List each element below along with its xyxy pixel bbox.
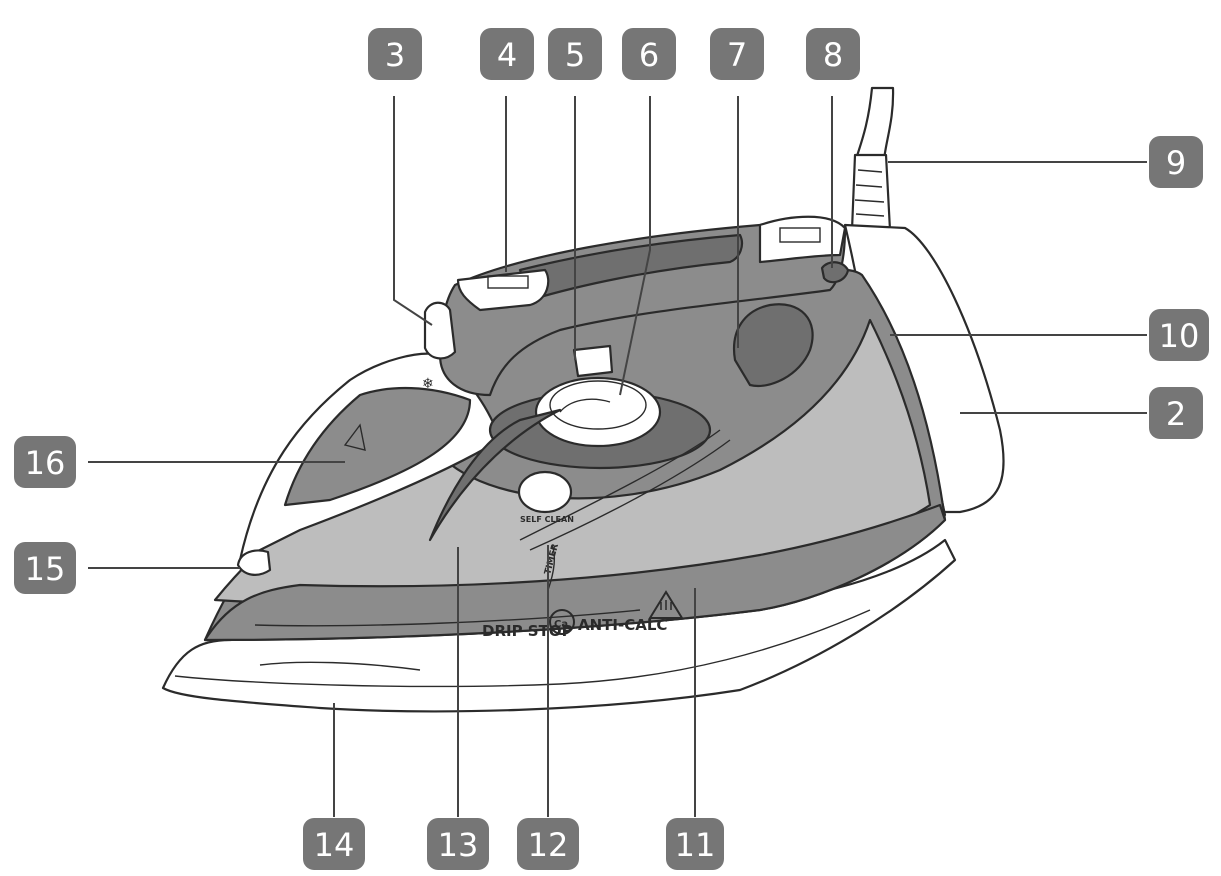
- callout-10: 10: [1149, 309, 1209, 361]
- callout-4: 4: [480, 28, 534, 80]
- anti-calc-text: ANTI-CALC: [578, 616, 667, 634]
- callout-12: 12: [517, 818, 579, 870]
- callout-16: 16: [14, 436, 76, 488]
- svg-text:14: 14: [314, 826, 355, 864]
- spray-button[interactable]: [456, 268, 550, 312]
- svg-text:Ca: Ca: [554, 619, 568, 630]
- variable-steam-lever[interactable]: [423, 301, 457, 360]
- svg-text:12: 12: [528, 826, 569, 864]
- side-shell-lower: [203, 503, 947, 642]
- callout-5: 5: [548, 28, 602, 80]
- power-indicator-light: [820, 261, 850, 284]
- svg-text:11: 11: [675, 826, 716, 864]
- callout-13: 13: [427, 818, 489, 870]
- svg-text:2: 2: [1166, 395, 1186, 433]
- svg-text:8: 8: [823, 36, 843, 74]
- callout-14: 14: [303, 818, 365, 870]
- callout-labels: 3 4 5 6 7 8 9 10: [14, 28, 1209, 870]
- callout-11: 11: [666, 818, 724, 870]
- callout-15: 15: [14, 542, 76, 594]
- svg-text:16: 16: [25, 444, 66, 482]
- svg-text:15: 15: [25, 550, 66, 588]
- spray-nozzle: [236, 549, 272, 576]
- svg-text:6: 6: [639, 36, 659, 74]
- cord-guard: [850, 153, 892, 232]
- callout-7: 7: [710, 28, 764, 80]
- power-cord: [854, 86, 895, 162]
- shot-of-steam-recess: [428, 408, 562, 542]
- steam-icon: ❄: [422, 376, 434, 392]
- steam-burst-button[interactable]: [572, 344, 614, 378]
- hot-surface-warning-icon: [648, 590, 684, 619]
- callout-9: 9: [1149, 136, 1203, 188]
- svg-text:4: 4: [497, 36, 517, 74]
- temperature-dial[interactable]: [534, 376, 662, 448]
- svg-text:3: 3: [385, 36, 405, 74]
- callout-6: 6: [622, 28, 676, 80]
- svg-text:7: 7: [727, 36, 747, 74]
- svg-text:13: 13: [438, 826, 479, 864]
- steam-selector[interactable]: [732, 303, 814, 388]
- self-clean-label: SELF CLEAN: [520, 515, 574, 524]
- callout-2: 2: [1149, 387, 1203, 439]
- self-clean-button[interactable]: [517, 470, 573, 514]
- svg-text:5: 5: [565, 36, 585, 74]
- leader-lines: [88, 96, 1147, 817]
- iron-illustration: SELF CLEAN ❄ TIMER DRIP STOP Ca ANTI-CAL…: [161, 86, 1005, 713]
- callout-3: 3: [368, 28, 422, 80]
- anti-calc-icon: Ca: [549, 609, 575, 635]
- water-inlet-cover: [283, 386, 472, 507]
- callout-8: 8: [806, 28, 860, 80]
- svg-text:9: 9: [1166, 144, 1186, 182]
- svg-text:10: 10: [1159, 317, 1200, 355]
